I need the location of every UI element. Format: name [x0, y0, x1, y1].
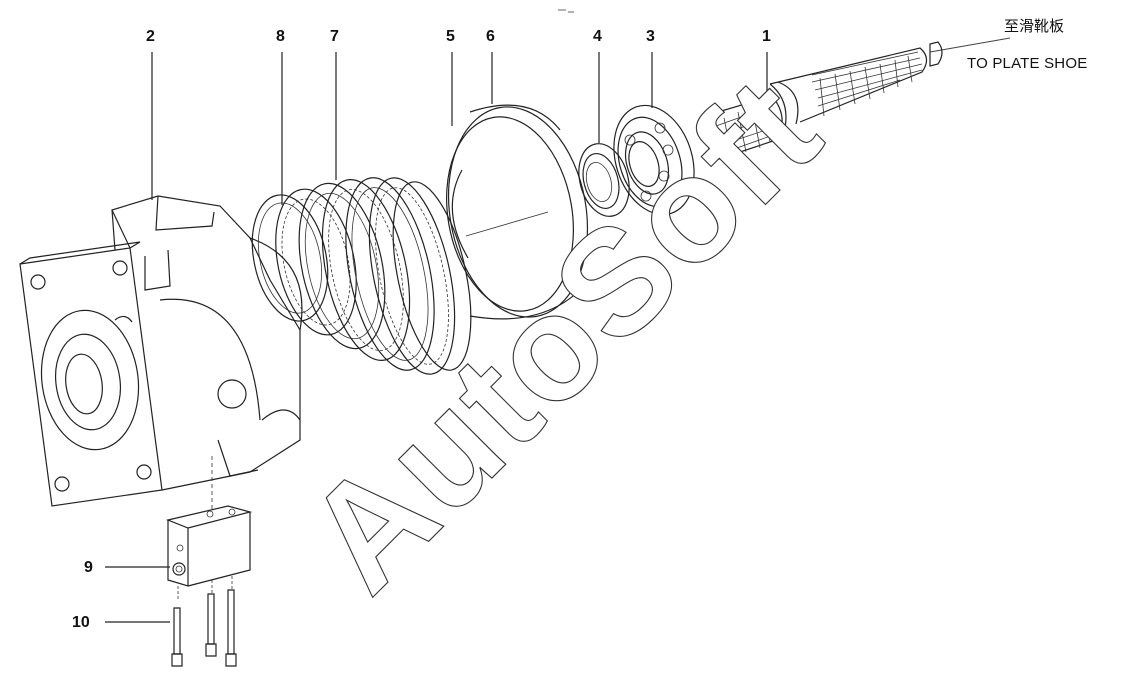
part-2-motor-housing [19, 195, 303, 507]
callout-9: 9 [84, 559, 93, 576]
part-9-valve-block [166, 456, 253, 587]
part-4-seal-ring [578, 143, 630, 217]
callout-2: 2 [146, 28, 155, 45]
callout-1: 1 [762, 28, 771, 45]
callout-3: 3 [646, 28, 655, 45]
callout-6: 6 [486, 28, 495, 45]
part-10-bolts [171, 576, 237, 667]
callout-5: 5 [446, 28, 455, 45]
destination-label-cn: 至滑靴板 [1004, 17, 1065, 35]
watermark: AutoSoft [274, 45, 852, 623]
callout-8: 8 [276, 28, 285, 45]
leader-lines [105, 52, 768, 623]
destination-label-en: TO PLATE SHOE [967, 55, 1088, 72]
callout-10: 10 [72, 614, 90, 631]
top-mark [558, 9, 574, 13]
callout-7: 7 [330, 28, 339, 45]
part-1-shaft [704, 37, 1011, 161]
part-3-bearing [613, 104, 695, 216]
part-7-8-disc-stack [251, 177, 472, 375]
callout-4: 4 [593, 28, 602, 45]
